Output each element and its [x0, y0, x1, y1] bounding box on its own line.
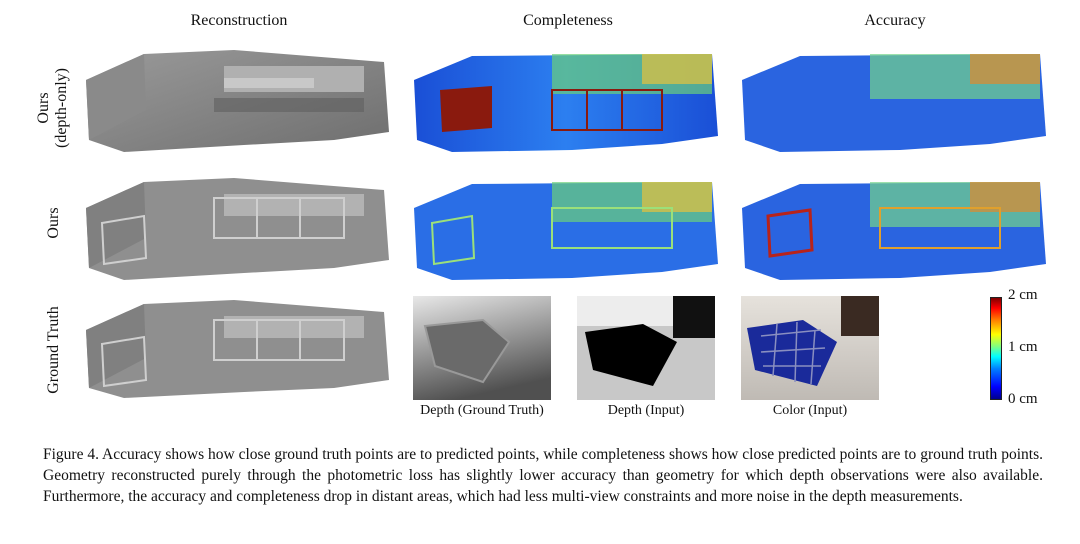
column-header-reconstruction: Reconstruction [190, 12, 288, 29]
figure-caption: Figure 4. Accuracy shows how close groun… [43, 446, 1043, 505]
subcaption-depth-ground-truth: Depth (Ground Truth) [420, 403, 544, 418]
colorbar-min-label: 0 cm [1008, 391, 1038, 407]
reconstruction-panel-ground-truth [86, 300, 389, 398]
row-label-ours-depth-only: Ours (depth-only) [35, 68, 70, 148]
row-label-ours: Ours [45, 207, 62, 239]
subcaption-depth-input: Depth (Input) [607, 403, 685, 418]
color-input-image [741, 296, 879, 400]
column-header-completeness: Completeness [523, 12, 613, 29]
completeness-panel-depth-only [414, 54, 718, 152]
column-header-accuracy: Accuracy [864, 12, 926, 29]
colorbar [990, 297, 1002, 400]
row-label-ground-truth: Ground Truth [45, 306, 62, 394]
subcaption-color-input: Color (Input) [772, 403, 848, 418]
reconstruction-panel-ours [86, 178, 389, 280]
accuracy-panel-ours [742, 182, 1046, 280]
completeness-panel-ours [414, 182, 718, 280]
colorbar-mid-label: 1 cm [1008, 339, 1038, 355]
depth-input-image [577, 296, 715, 400]
depth-ground-truth-image [413, 296, 551, 400]
colorbar-max-label: 2 cm [1008, 287, 1038, 303]
accuracy-panel-depth-only [742, 54, 1046, 152]
reconstruction-panel-depth-only [86, 50, 389, 152]
